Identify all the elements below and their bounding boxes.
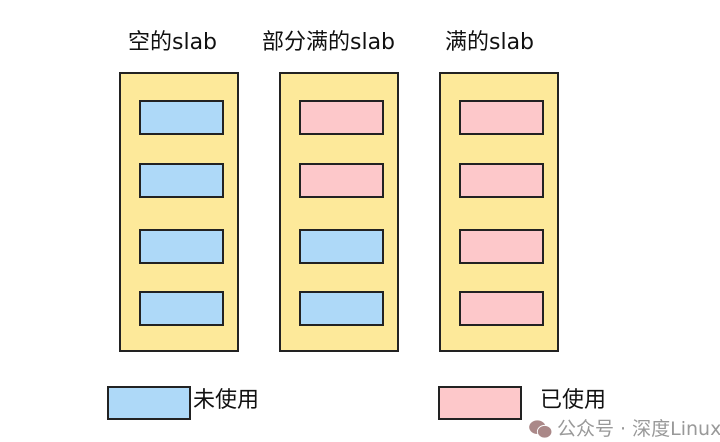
partial-slab — [279, 72, 399, 352]
free-object — [299, 229, 384, 264]
used-object — [459, 291, 544, 326]
free-object — [299, 291, 384, 326]
legend-free-swatch — [107, 386, 191, 420]
title-partial-slab: 部分满的slab — [262, 30, 396, 55]
used-object — [459, 163, 544, 198]
title-full-slab: 满的slab — [445, 30, 535, 55]
legend-used-swatch — [438, 386, 522, 420]
used-object — [459, 229, 544, 264]
wechat-icon — [529, 420, 553, 439]
used-object — [299, 100, 384, 135]
free-object — [139, 163, 224, 198]
title-empty-slab: 空的slab — [128, 30, 218, 55]
free-object — [139, 229, 224, 264]
free-object — [139, 100, 224, 135]
legend-free-label: 未使用 — [193, 388, 260, 413]
legend-used-label: 已使用 — [540, 388, 607, 413]
used-object — [459, 100, 544, 135]
watermark: 公众号 · 深度Linux — [557, 418, 720, 440]
full-slab — [439, 72, 559, 352]
used-object — [299, 163, 384, 198]
empty-slab — [119, 72, 239, 352]
free-object — [139, 291, 224, 326]
